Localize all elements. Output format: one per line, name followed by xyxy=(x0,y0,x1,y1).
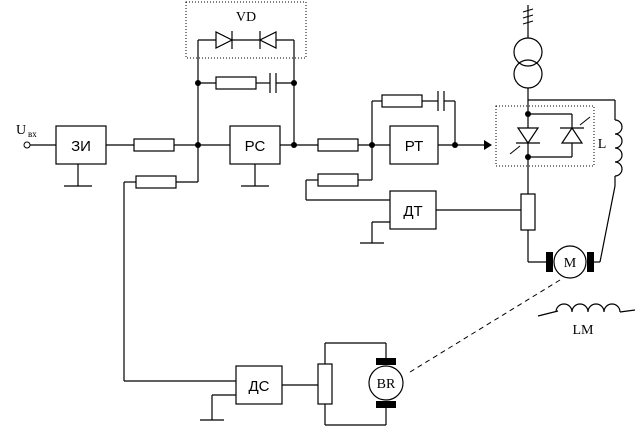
rt-rc-branch xyxy=(371,91,456,145)
dt-block: ДТ xyxy=(360,190,437,244)
field-winding-lm: LM xyxy=(537,303,636,338)
thyristor-pair xyxy=(509,113,591,160)
rt-block: РТ xyxy=(389,125,439,165)
speed-feedback-resistor xyxy=(135,175,177,189)
control-arrow xyxy=(484,140,492,150)
transformer xyxy=(513,5,543,117)
input-terminal: U вх xyxy=(16,123,56,149)
input-resistor xyxy=(133,138,175,152)
rs-rc-branch xyxy=(195,73,297,93)
current-feedback-resistor xyxy=(317,173,359,187)
rs-label: РС xyxy=(245,138,266,155)
ds-block: ДС xyxy=(200,365,283,421)
tacho-divider xyxy=(317,363,333,405)
input-label-sub: вх xyxy=(28,129,37,139)
m-label: M xyxy=(564,256,577,271)
ds-label: ДС xyxy=(249,378,270,395)
br-label: BR xyxy=(377,377,396,392)
zi-block: ЗИ xyxy=(55,125,107,187)
current-shunt xyxy=(520,193,536,231)
motor-m: M xyxy=(546,245,594,279)
inductor-l: L xyxy=(598,119,623,186)
input-label: U xyxy=(16,123,26,138)
l-label: L xyxy=(598,137,607,152)
mechanical-coupling xyxy=(409,279,561,373)
zi-label: ЗИ xyxy=(71,138,91,155)
vd-frame: VD xyxy=(185,1,307,59)
tachogenerator-br: BR xyxy=(368,358,404,408)
rs-block: РС xyxy=(229,125,281,187)
lm-label: LM xyxy=(573,323,595,338)
vd-diodes xyxy=(197,31,295,145)
rt-label: РТ xyxy=(405,138,424,155)
thyristor-frame xyxy=(495,105,595,167)
dt-label: ДТ xyxy=(403,203,422,220)
vd-label: VD xyxy=(236,10,256,25)
rt-input-resistor xyxy=(317,138,359,152)
